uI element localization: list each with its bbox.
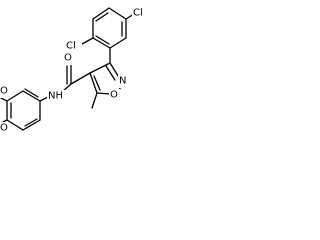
bond — [89, 62, 111, 74]
bond — [93, 75, 101, 91]
bond — [22, 119, 41, 131]
bond — [81, 37, 94, 45]
bond — [39, 96, 49, 102]
bond — [95, 35, 110, 45]
bond — [6, 119, 24, 131]
bond — [92, 7, 110, 20]
bond-lines — [0, 7, 135, 131]
bond — [89, 72, 98, 94]
bond — [105, 65, 116, 81]
bond — [91, 92, 98, 109]
atom-label-o-carbonyl: O — [64, 53, 72, 64]
bond — [70, 72, 91, 85]
chemical-structure-diagram: Cl Cl N O O NH O O — [0, 6, 148, 135]
atom-label-o-dioxole-lower: O — [0, 123, 8, 134]
bond — [6, 90, 24, 102]
bond — [24, 118, 38, 127]
bond — [95, 12, 109, 22]
bond — [92, 37, 111, 49]
atom-label-cl-top: Cl — [133, 8, 143, 19]
bond — [109, 37, 127, 49]
atom-label-nh-amide: NH — [48, 91, 63, 102]
bond — [22, 90, 41, 102]
atom-label-n-isoxazole: N — [119, 76, 126, 87]
atom-label-o-dioxole-upper: O — [0, 86, 8, 97]
atom-label-o-isoxazole: O — [110, 90, 118, 101]
bond — [108, 7, 127, 20]
atom-label-cl-left: Cl — [66, 41, 76, 52]
atom-labels: Cl Cl N O O NH O O — [0, 6, 148, 135]
bond — [96, 92, 111, 95]
bond — [24, 88, 39, 98]
